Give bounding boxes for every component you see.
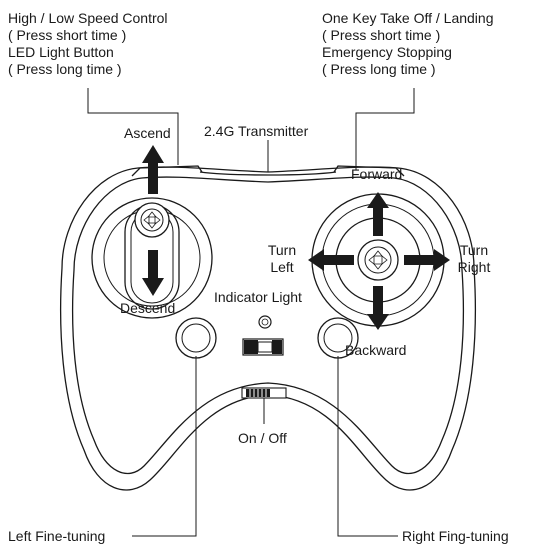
turn-left-label: Turn Left xyxy=(262,242,302,276)
right-stick-cap-inner xyxy=(364,246,392,274)
left-antenna-stub xyxy=(131,165,203,177)
leader-line-right-fine xyxy=(337,356,398,537)
right-cap-arrow-up xyxy=(373,250,383,257)
leader-line-left-top xyxy=(87,88,179,165)
turn-right-arrow xyxy=(404,249,450,271)
mode-switch-frame xyxy=(242,338,284,356)
top-seam xyxy=(199,171,337,176)
leader-line-right-top xyxy=(355,88,415,170)
right-fine-button-inner xyxy=(323,323,353,353)
ascend-label: Ascend xyxy=(124,125,171,141)
left-cap-arrow-down xyxy=(147,222,157,229)
indicator-light-label: Indicator Light xyxy=(214,289,302,305)
left-fine-tuning-label: Left Fine-tuning xyxy=(8,528,106,544)
turn-left-line2: Left xyxy=(270,259,294,275)
left-stick-outer-ring xyxy=(91,197,213,319)
turn-left-arrow xyxy=(308,249,354,271)
emergency-line2: ( Press long time ) xyxy=(322,61,436,77)
power-switch xyxy=(241,387,287,424)
takeoff-line1: One Key Take Off / Landing xyxy=(322,10,494,26)
backward-label: Backward xyxy=(345,342,407,358)
left-direction-arrows xyxy=(142,145,164,296)
power-switch-ridges xyxy=(249,389,267,397)
turn-right-line1: Turn xyxy=(459,242,489,258)
speed-control-line2: ( Press short time ) xyxy=(8,27,127,43)
takeoff-landing-label: One Key Take Off / Landing ( Press short… xyxy=(322,10,494,78)
speed-control-label: High / Low Speed Control ( Press short t… xyxy=(8,10,168,78)
right-cap-arrow-left xyxy=(368,255,375,265)
left-fine-button-inner xyxy=(181,323,211,353)
left-cap-arrow-left xyxy=(143,215,150,225)
left-cap-arrow-right xyxy=(154,215,161,225)
left-stick-cap-inner xyxy=(140,208,164,232)
speed-control-line1: High / Low Speed Control xyxy=(8,10,168,26)
leader-line-left-fine xyxy=(132,356,197,537)
ascend-arrow xyxy=(142,145,164,194)
center-controls xyxy=(242,315,284,356)
fine-tuning-buttons xyxy=(175,317,359,359)
indicator-light-core xyxy=(261,318,269,326)
forward-arrow xyxy=(367,192,389,236)
turn-left-line1: Turn xyxy=(267,242,297,258)
led-button-line2: ( Press long time ) xyxy=(8,61,122,77)
descend-arrow xyxy=(142,250,164,296)
forward-label: Forward xyxy=(351,166,403,182)
takeoff-line2: ( Press short time ) xyxy=(322,27,441,43)
right-cap-arrow-right xyxy=(381,255,388,265)
right-fine-tuning-label: Right Fing-tuning xyxy=(402,528,509,544)
left-fine-button-outer xyxy=(175,317,217,359)
leader-lines xyxy=(87,88,415,537)
on-off-label: On / Off xyxy=(238,430,287,446)
descend-label: Descend xyxy=(120,300,176,316)
left-cap-arrow-up xyxy=(147,211,157,218)
backward-arrow xyxy=(367,286,389,330)
right-cap-arrow-down xyxy=(373,263,383,270)
mode-switch-slider xyxy=(257,341,273,353)
left-stick-assembly xyxy=(91,197,213,319)
right-fine-button-outer xyxy=(317,317,359,359)
mode-switch-right-fill xyxy=(272,340,282,354)
led-button-line1: LED Light Button xyxy=(8,44,114,60)
controller-body xyxy=(59,165,477,491)
transmitter-label: 2.4G Transmitter xyxy=(204,123,309,139)
right-direction-arrows xyxy=(308,192,450,330)
turn-right-line2: Right xyxy=(457,259,491,275)
right-antenna-stub xyxy=(333,165,405,177)
mode-switch-slider-fill xyxy=(244,340,258,354)
inner-shell xyxy=(71,176,465,475)
turn-right-label: Turn Right xyxy=(452,242,496,276)
emergency-line1: Emergency Stopping xyxy=(322,44,452,60)
indicator-light xyxy=(258,315,272,329)
